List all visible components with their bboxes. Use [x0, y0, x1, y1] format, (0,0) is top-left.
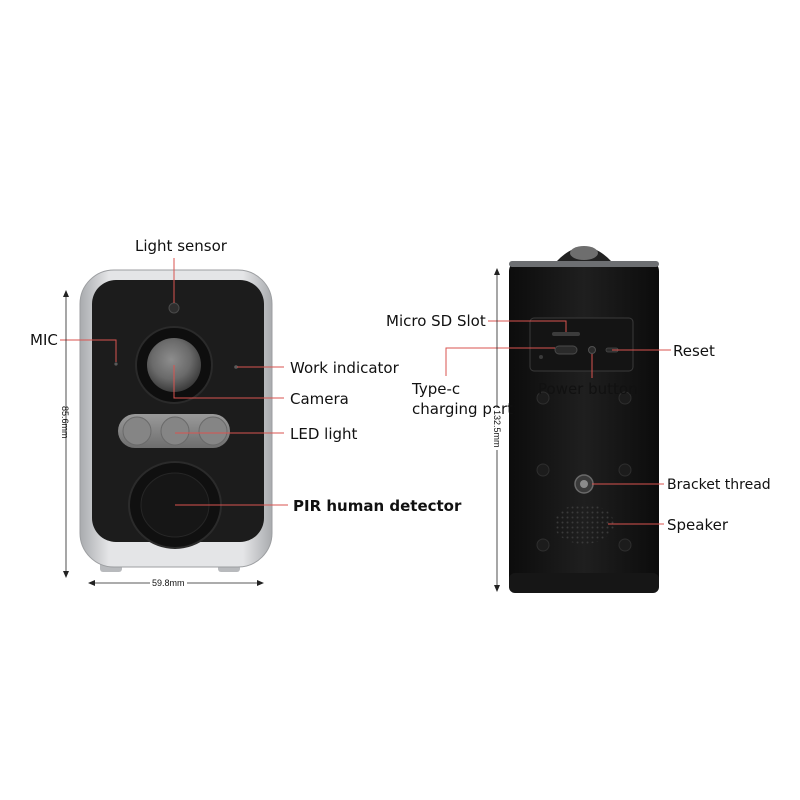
leader-mic [60, 339, 117, 362]
back-bottom-band [509, 573, 659, 593]
port-panel [529, 317, 634, 372]
width-dim-arrow-left [88, 580, 95, 586]
back-camera-device [509, 246, 659, 593]
led-icon [122, 416, 152, 446]
screw-icon [536, 391, 550, 405]
back-height-arrow-bottom [494, 585, 500, 592]
label-micro-sd-slot: Micro SD Slot [386, 312, 486, 330]
type-c-port-icon [554, 345, 578, 355]
label-power-button: Power button [538, 380, 638, 398]
label-bracket-thread: Bracket thread [667, 477, 771, 493]
front-face [92, 280, 264, 542]
screw-icon [536, 463, 550, 477]
label-led-light: LED light [290, 425, 358, 443]
label-type-c-line2: charging port [412, 400, 514, 418]
leader-type-c [445, 347, 555, 376]
status-dot-icon [539, 355, 543, 359]
bracket-thread-center [580, 480, 588, 488]
dimension-height-front: 85.6mm [60, 406, 70, 439]
screw-icon [618, 463, 632, 477]
width-dim-arrow-right [257, 580, 264, 586]
led-icon [198, 416, 228, 446]
front-leader-lines [60, 258, 288, 506]
height-dim-arrow-bottom [63, 571, 69, 578]
label-light-sensor: Light sensor [135, 237, 227, 255]
top-dome-highlight [570, 246, 598, 260]
front-camera-device [79, 269, 273, 572]
work-indicator-icon [234, 365, 238, 369]
label-pir: PIR human detector [293, 497, 462, 515]
light-sensor-icon [168, 302, 180, 314]
label-reset: Reset [673, 342, 715, 360]
dimension-height-back: 132.5mm [492, 408, 502, 450]
leader-micro-sd [488, 320, 567, 332]
back-height-arrow-top [494, 268, 500, 275]
micro-sd-slot-icon [552, 332, 580, 336]
dimension-width-front: 59.8mm [150, 578, 187, 588]
label-mic: MIC [30, 331, 58, 349]
height-dim-arrow-top [63, 290, 69, 297]
label-speaker: Speaker [667, 516, 729, 534]
label-type-c-line1: Type-c [412, 380, 461, 398]
screw-icon [618, 391, 632, 405]
back-leader-lines [445, 320, 671, 525]
back-top-rim [509, 261, 659, 267]
label-work-indicator: Work indicator [290, 359, 399, 377]
mic-hole-icon [114, 362, 118, 366]
leader-camera [173, 365, 284, 399]
power-button-icon [588, 346, 596, 354]
screw-icon [536, 538, 550, 552]
screw-icon [618, 538, 632, 552]
label-camera: Camera [290, 390, 349, 408]
speaker-grille-icon [554, 504, 614, 544]
led-icon [160, 416, 190, 446]
